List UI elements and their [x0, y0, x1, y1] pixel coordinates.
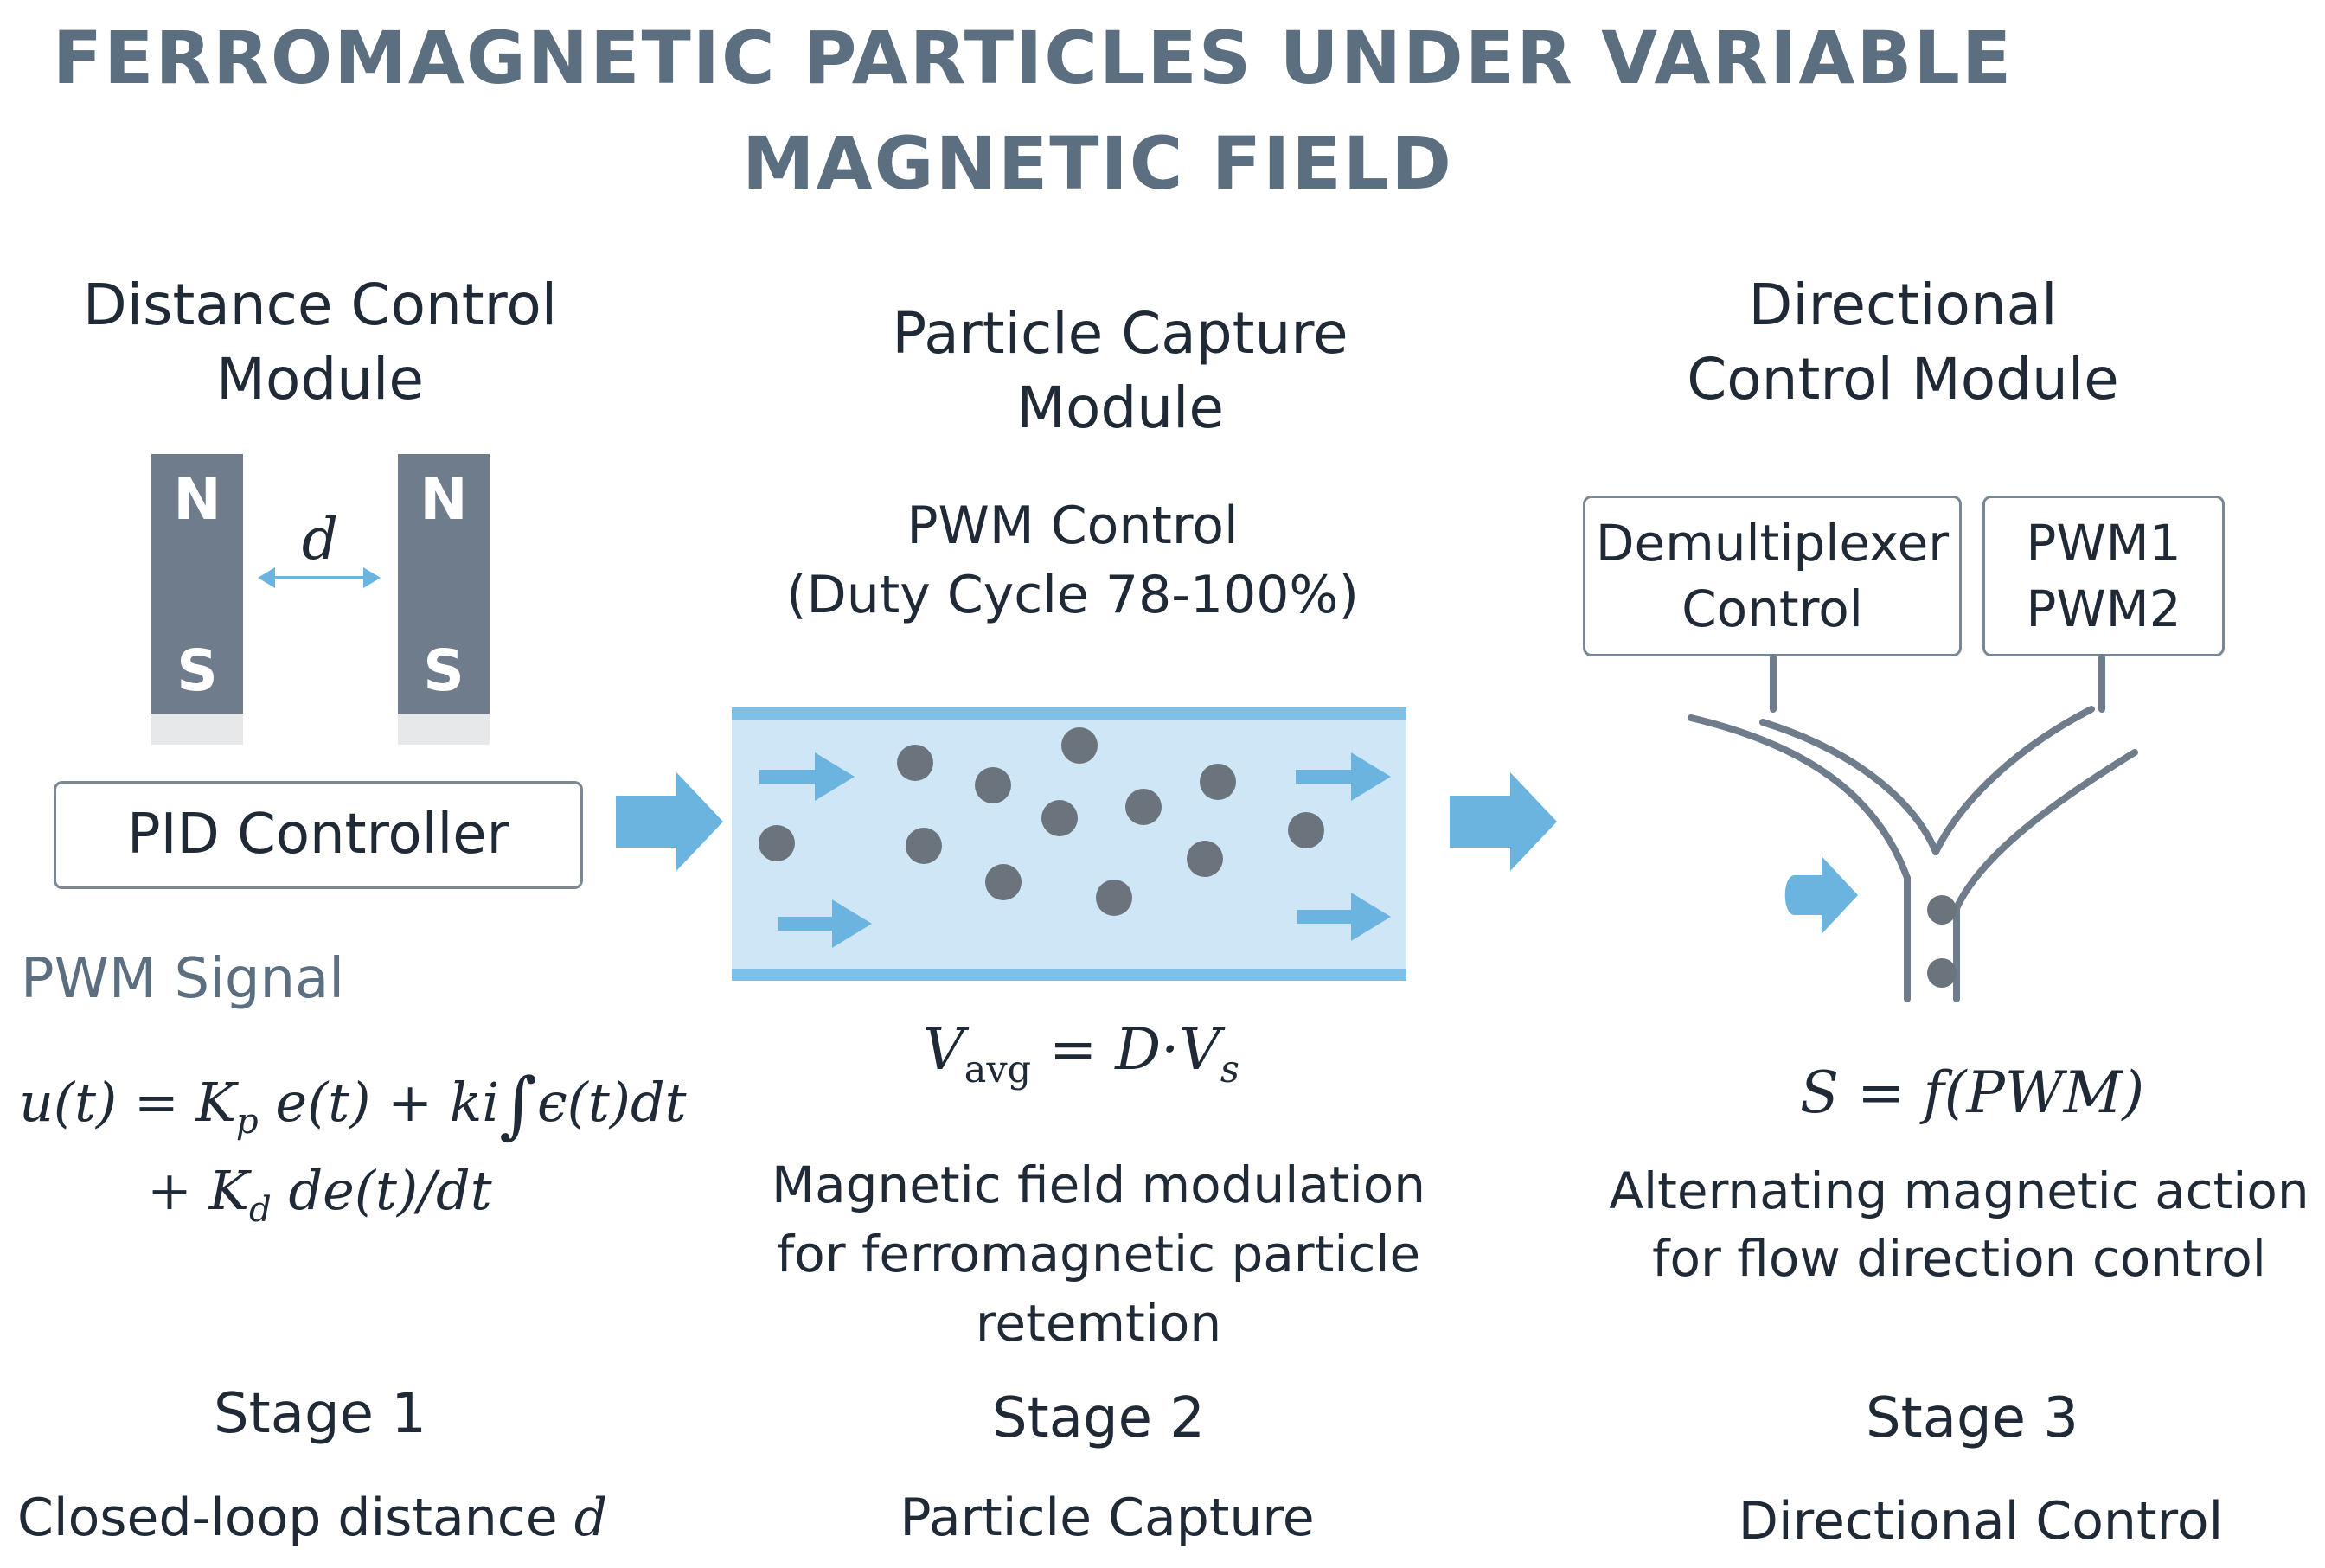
formula-kd-term: + K [147, 1159, 249, 1222]
stage3-description-short: Directional Control [1738, 1491, 2224, 1552]
flow-arrow-stage2-to-3 [1450, 772, 1557, 871]
stage2-description-line1: Magnetic field modulation [772, 1155, 1425, 1214]
pwm-control-line1: PWM Control [906, 496, 1239, 556]
junction-particles [1927, 895, 1957, 988]
stage3-description-line1: Alternating magnetic action [1609, 1162, 2309, 1220]
stage3-heading: Directional Control Module [1626, 268, 2180, 417]
pid-controller-box: PID Controller [54, 781, 583, 889]
formula-avg-subscript: avg [964, 1048, 1032, 1091]
flow-arrow-stage1-to-2 [616, 772, 723, 871]
magnet-right-shadow [398, 714, 490, 745]
formula-kd-subscript: d [248, 1189, 272, 1231]
stage2-heading-line2: Module [1016, 374, 1224, 441]
demultiplexer-line1: Demultiplexer [1595, 514, 1950, 573]
stage2-heading-line1: Particle Capture [892, 300, 1348, 367]
pwm-channels-box: PWM1 PWM2 [1982, 496, 2225, 656]
stage1-heading-line2: Module [216, 346, 424, 413]
stage3-label: Stage 3 [1866, 1386, 2078, 1450]
stage3-heading-line1: Directional [1748, 272, 2058, 338]
distance-label: d [301, 506, 339, 573]
stage2-description-line3: retemtion [975, 1294, 1222, 1353]
pid-formula-line2: + Kd de(t)/dt [147, 1159, 492, 1230]
formula-v-term: V [923, 1016, 964, 1083]
stage3-description-line2: for flow direction control [1652, 1229, 2266, 1288]
stage3-description: Alternating magnetic action for flow dir… [1600, 1157, 2318, 1292]
stage1-heading: Distance Control Module [35, 268, 605, 417]
pwm-control-line2: (Duty Cycle 78-100%) [786, 565, 1359, 625]
stage2-description-short: Particle Capture [900, 1488, 1315, 1548]
formula-derivative-term: de(t)/dt [271, 1159, 492, 1222]
magnet-right-north-pole: N [420, 466, 468, 533]
integral-symbol: ∫ [499, 1062, 537, 1147]
y-junction-channel [1688, 654, 2138, 1002]
formula-s-subscript: s [1220, 1048, 1239, 1091]
formula-u-term: u(t) = K [19, 1070, 236, 1134]
stage1-label: Stage 1 [214, 1382, 426, 1446]
pwm1-label: PWM1 [2026, 514, 2181, 573]
selector-formula: S = f(PWM) [1799, 1059, 2145, 1126]
diagram-title-line2: MAGNETIC FIELD [742, 121, 1453, 206]
stage1-description: Closed-loop distance d [17, 1488, 675, 1548]
formula-integrand: ϵ(t)dt [536, 1070, 687, 1134]
demultiplexer-control-box: Demultiplexer Control [1583, 496, 1962, 656]
pid-controller-label: PID Controller [127, 803, 509, 867]
stage1-description-text: Closed-loop distance [17, 1488, 574, 1548]
stage1-description-variable: d [573, 1488, 608, 1548]
velocity-formula: Vavg = D·Vs [900, 1016, 1263, 1091]
junction-inflow-arrow [1784, 856, 1858, 934]
stage2-description: Magnetic field modulation for ferromagne… [718, 1150, 1479, 1358]
stage3-heading-line2: Control Module [1687, 346, 2119, 413]
magnet-left-shadow [151, 714, 243, 745]
magnet-left-south-pole: S [176, 637, 218, 704]
demultiplexer-line2: Control [1681, 579, 1863, 638]
formula-error-term: e(t) + ki [258, 1070, 500, 1134]
particle-channel [732, 707, 1406, 981]
magnet-right-south-pole: S [423, 637, 464, 704]
stage2-description-line2: for ferromagnetic particle [776, 1225, 1421, 1283]
pid-formula-line1: u(t) = Kp e(t) + ki∫ϵ(t)dt [19, 1062, 687, 1147]
magnet-left-north-pole: N [173, 466, 221, 533]
pwm-control-label: PWM Control (Duty Cycle 78-100%) [744, 491, 1401, 630]
formula-kp-subscript: p [235, 1101, 259, 1142]
magnet-right: N S [398, 454, 490, 714]
pwm-signal-label: PWM Signal [21, 947, 345, 1011]
formula-duty-term: = D·V [1031, 1016, 1220, 1083]
diagram-title-line1: FERROMAGNETIC PARTICLES UNDER VARIABLE [52, 16, 2014, 100]
magnet-left: N S [151, 454, 243, 714]
stage2-heading: Particle Capture Module [796, 297, 1444, 445]
stage2-label: Stage 2 [992, 1386, 1205, 1450]
ferromagnetic-particles [759, 727, 1324, 916]
stage1-heading-line1: Distance Control [82, 272, 558, 338]
channel-flow-arrows [759, 752, 1391, 948]
pwm2-label: PWM2 [2026, 579, 2181, 638]
